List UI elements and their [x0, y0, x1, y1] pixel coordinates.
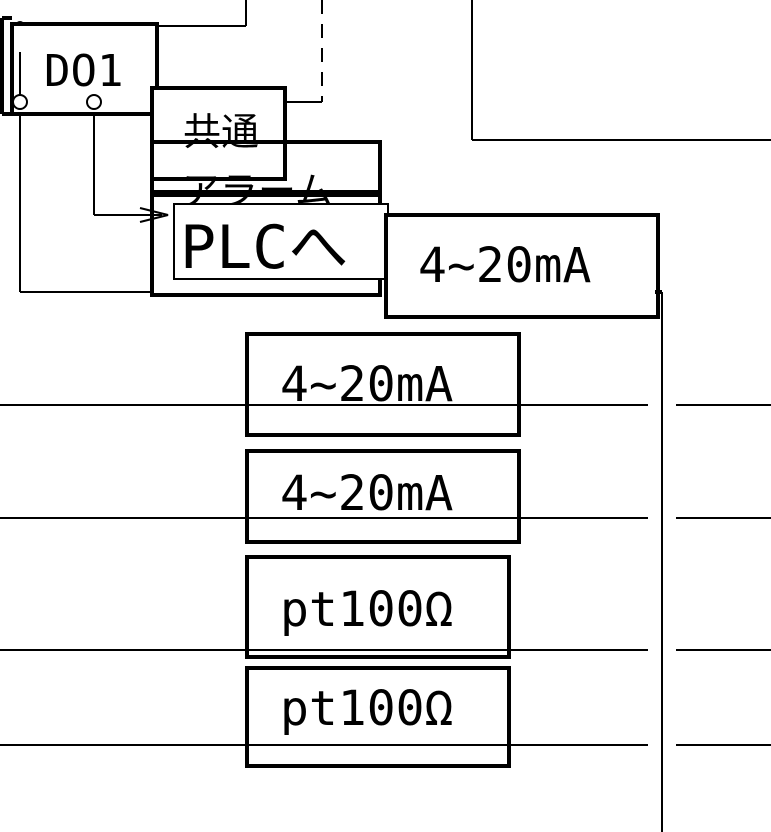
common-box — [150, 86, 287, 181]
do1-terminal-2 — [86, 94, 102, 110]
plc-block: PLCへ — [150, 193, 389, 297]
signal-label-3: pt100Ω — [280, 582, 453, 638]
do1-label: DO1 — [44, 46, 123, 97]
signal-label-1: 4~20mA — [280, 357, 453, 413]
arrow-head-icon — [139, 207, 169, 223]
signal-block-3: pt100Ω — [245, 555, 511, 659]
signal-top-box — [384, 213, 660, 319]
alarm-box — [150, 140, 382, 194]
signal-block-4: pt100Ω — [245, 666, 511, 768]
signal-block-1: 4~20mA — [245, 332, 521, 437]
plc-inner-box — [173, 203, 389, 280]
signal-lines — [0, 404, 771, 746]
signal-block-2: 4~20mA — [245, 449, 521, 544]
signal-box-1 — [245, 332, 521, 437]
signal-label-2: 4~20mA — [280, 466, 453, 522]
do1-terminal-1 — [12, 94, 28, 110]
do1-box — [10, 22, 159, 116]
plc-label: PLCへ — [180, 213, 348, 283]
common-label: 共通 — [183, 110, 259, 154]
signal-top-label: 4~20mA — [418, 238, 591, 294]
common-block: 共通 — [150, 86, 287, 181]
signal-box-3 — [245, 555, 511, 659]
signal-box-2 — [245, 449, 521, 544]
signal-label-4: pt100Ω — [280, 681, 453, 737]
do1-block: DO1 — [10, 22, 159, 116]
signal-box-4 — [245, 666, 511, 768]
signal-top-block: 4~20mA — [384, 213, 660, 319]
